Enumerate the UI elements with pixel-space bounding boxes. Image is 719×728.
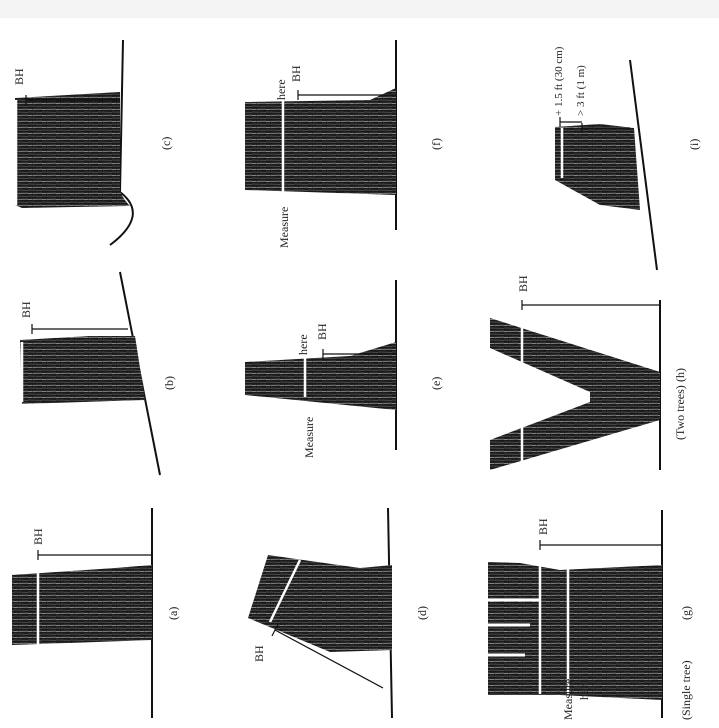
here-label: here — [296, 334, 310, 355]
panel-caption: (h) — [673, 368, 687, 382]
panel-e: BH here Measure (e) — [245, 280, 443, 458]
trunk-d — [248, 555, 392, 652]
bh-label: BH — [252, 645, 266, 662]
panel-i: + 1.5 ft (30 cm) > 3 ft (1 m) (i) — [553, 46, 701, 270]
trunk-f — [245, 88, 396, 195]
panel-caption: (i) — [687, 139, 701, 150]
trunk-c — [15, 92, 130, 208]
trunk-i — [555, 124, 640, 210]
panel-c: BH (c) — [12, 40, 173, 245]
trunk-g — [488, 562, 662, 700]
trunk-b — [20, 336, 145, 404]
measure-label: Measure — [277, 207, 291, 248]
panel-h: BH (h) (Two trees) — [490, 275, 687, 470]
bh-label: BH — [12, 68, 26, 85]
panel-caption: (c) — [159, 137, 173, 150]
trunk-e — [245, 342, 396, 410]
trunk-h — [490, 318, 660, 470]
panel-note: (Single tree) — [679, 660, 693, 720]
panel-f: BH here Measure (f) — [245, 40, 443, 248]
bh-label: BH — [536, 518, 550, 535]
panel-a: BH (a) — [12, 508, 180, 718]
panel-note: (Two trees) — [673, 385, 687, 440]
upper-dim-label: + 1.5 ft (30 cm) — [553, 46, 565, 116]
bh-label: BH — [315, 323, 329, 340]
bh-label: BH — [31, 528, 45, 545]
bh-label: BH — [289, 65, 303, 82]
panel-caption: (a) — [166, 607, 180, 620]
measure-label: Measure — [561, 679, 575, 720]
panel-caption: (b) — [162, 376, 176, 390]
ground-line — [120, 40, 123, 192]
measure-label: Measure — [302, 417, 316, 458]
here-label: here — [577, 679, 591, 700]
panel-caption: (f) — [429, 138, 443, 150]
bh-label: BH — [19, 301, 33, 318]
bh-label: BH — [516, 275, 530, 292]
panel-b: BH (b) — [19, 272, 176, 475]
panel-caption: (g) — [679, 606, 693, 620]
trunk-a — [12, 565, 152, 645]
here-label: here — [274, 79, 288, 100]
panel-d: BH (d) — [248, 508, 429, 718]
panel-caption: (d) — [415, 606, 429, 620]
panel-caption: (e) — [429, 377, 443, 390]
lower-dim-label: > 3 ft (1 m) — [575, 65, 587, 116]
top-strip — [0, 0, 719, 18]
panel-g: BH Measure here (g) (Single tree) — [488, 510, 693, 720]
